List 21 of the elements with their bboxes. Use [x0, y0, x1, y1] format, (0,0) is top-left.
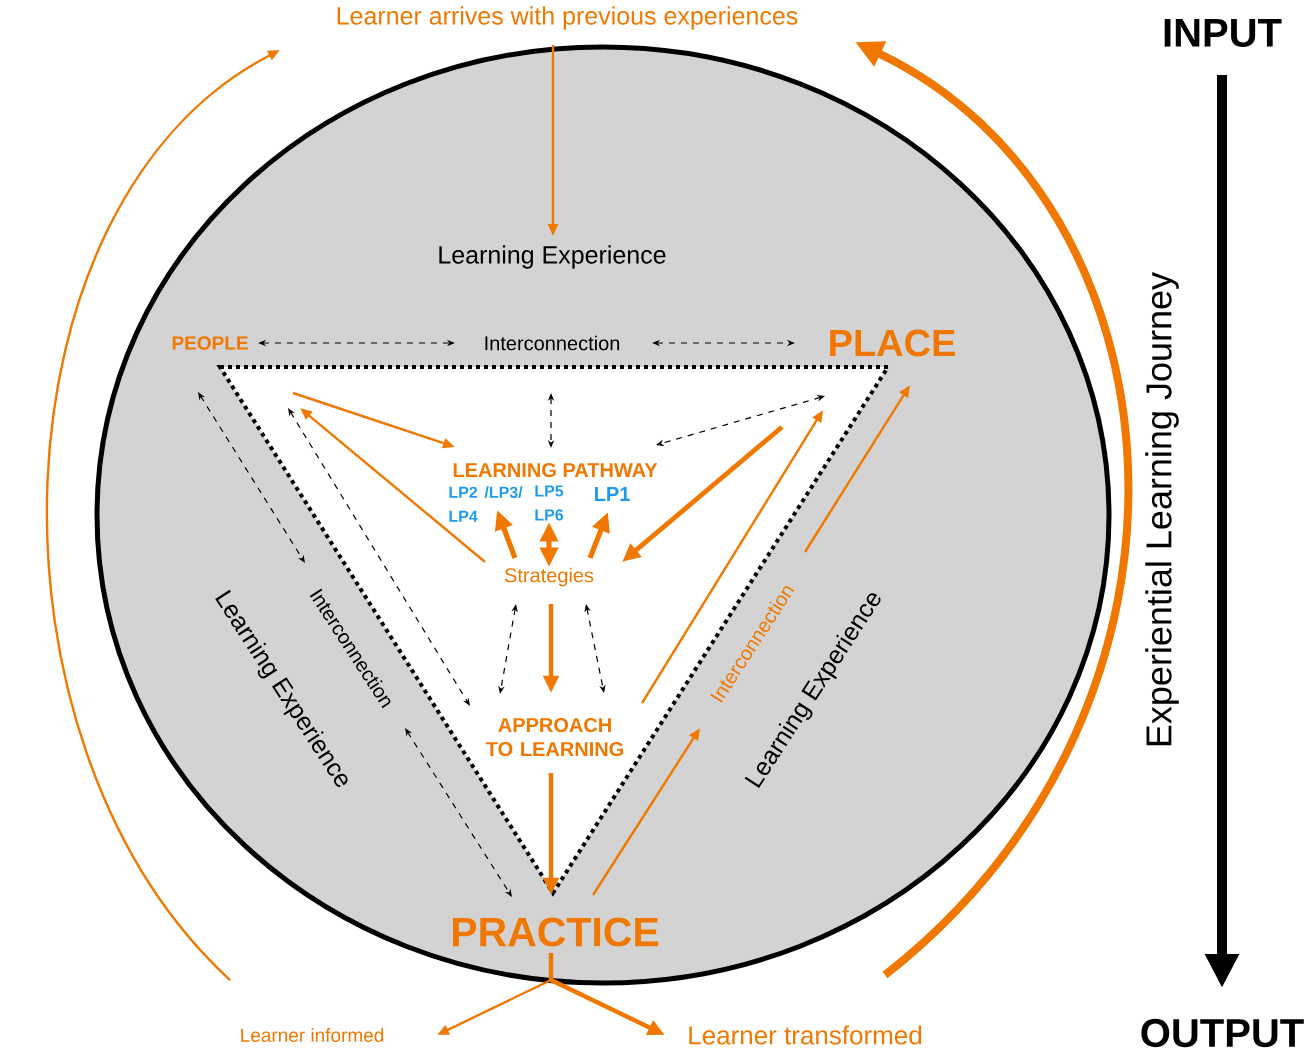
- node-label: Strategies: [504, 567, 594, 587]
- arrow: [198, 392, 305, 563]
- node-label: Learning Experience: [439, 245, 666, 269]
- node-label: Learner transformed: [689, 1025, 922, 1045]
- node-label: APPROACH TO LEARNING: [485, 717, 624, 757]
- node-label: OUTPUT: [1141, 1018, 1304, 1048]
- node-label: LP1: [595, 487, 630, 501]
- node-label: INPUT: [1164, 19, 1282, 47]
- node-label: Learner arrives with previous experiences: [337, 6, 798, 30]
- node-label: LP2 /LP3/ LP4: [449, 486, 523, 522]
- node-label: Interconnection: [485, 335, 620, 351]
- node-label: PRACTICE: [452, 917, 659, 947]
- arrow: [405, 728, 512, 897]
- arrow: [656, 395, 825, 446]
- edge-label: Experiential Learning Journey: [1143, 269, 1181, 751]
- node-label: PEOPLE: [172, 336, 248, 350]
- node-label: LP5 LP6: [535, 485, 564, 521]
- node-label: LEARNING PATHWAY: [453, 462, 658, 478]
- arrow: [288, 408, 470, 706]
- node-label: Learner informed: [241, 1028, 384, 1042]
- node-label: PLACE: [830, 329, 955, 357]
